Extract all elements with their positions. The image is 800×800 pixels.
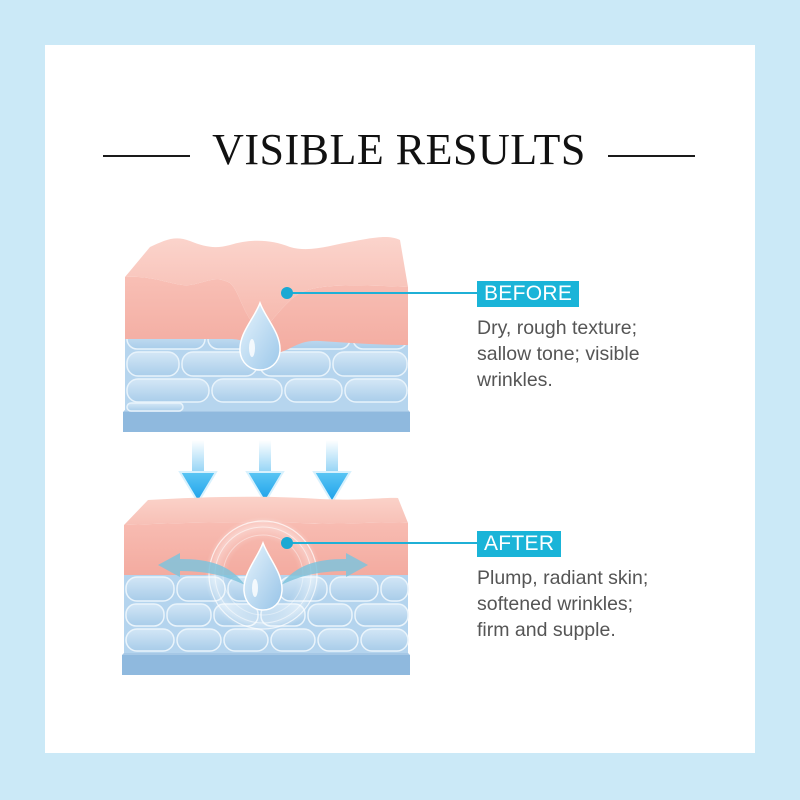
after-badge: AFTER (477, 531, 562, 557)
after-description-line: firm and supple. (477, 619, 616, 641)
before-skin-illustration (123, 237, 410, 432)
before-description: Dry, rough texture; sallow tone; visible… (477, 315, 640, 393)
after-connector-line (287, 542, 477, 544)
after-skin-illustration (122, 496, 410, 675)
title-divider-left (103, 155, 190, 157)
page-title: VISIBLE RESULTS (212, 125, 586, 174)
before-badge: BEFORE (477, 281, 580, 307)
before-connector-dot (281, 287, 293, 299)
before-description-line: Dry, rough texture; (477, 317, 638, 339)
after-description-line: Plump, radiant skin; (477, 567, 649, 589)
title-row: VISIBLE RESULTS (0, 115, 800, 185)
before-description-line: sallow tone; visible (477, 343, 640, 365)
before-connector-line (287, 292, 477, 294)
before-description-line: wrinkles. (477, 369, 553, 391)
after-description: Plump, radiant skin; softened wrinkles; … (477, 565, 648, 643)
down-arrows-icon (178, 440, 352, 504)
after-description-line: softened wrinkles; (477, 593, 634, 615)
after-connector-dot (281, 537, 293, 549)
title-divider-right (608, 155, 695, 157)
